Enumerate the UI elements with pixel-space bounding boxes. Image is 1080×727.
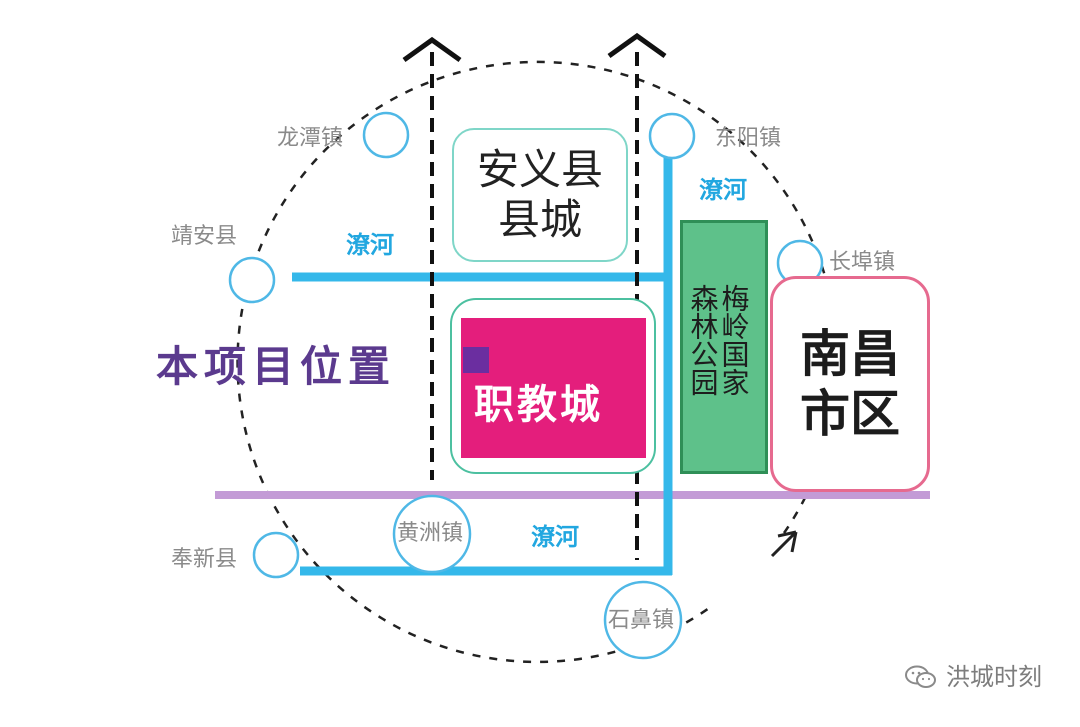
river-label-lower: 潦河 — [531, 523, 579, 551]
town-label-dongyang: 东阳镇 — [715, 126, 782, 151]
forest-park-label-col1: 梅岭国家 — [717, 284, 751, 396]
highway-right-arrow — [607, 32, 667, 59]
river-label-upper-right: 潦河 — [699, 176, 747, 204]
watermark: 洪城时刻 — [904, 665, 1042, 689]
project-location-marker — [463, 347, 489, 373]
town-label-changbu: 长埠镇 — [829, 250, 896, 275]
town-label-longtan: 龙潭镇 — [277, 126, 344, 151]
dashed-ring — [236, 60, 839, 664]
town-circle-huangzhou — [392, 494, 472, 574]
town-circle-jingan — [228, 256, 276, 304]
county-seat-label: 安义县县城 — [476, 144, 603, 244]
nanchang-city-label: 南昌市区 — [800, 325, 900, 443]
vocational-city-area — [461, 318, 646, 458]
town-circle-shibi — [603, 580, 683, 660]
town-label-jingan: 靖安县 — [171, 224, 238, 249]
town-circle-longtan — [362, 111, 410, 159]
town-label-huangzhou: 黄洲镇 — [397, 521, 464, 546]
town-circle-fengxin — [252, 531, 300, 579]
highway-left-arrow — [402, 36, 462, 63]
watermark-text: 洪城时刻 — [946, 663, 1042, 691]
ring-arrow — [770, 530, 798, 558]
river-label-middle-left: 潦河 — [346, 231, 394, 259]
nanchang-city-box: 南昌市区 — [770, 276, 930, 492]
town-label-fengxin: 奉新县 — [171, 547, 238, 572]
wechat-icon — [904, 665, 938, 689]
forest-park-area — [680, 220, 768, 474]
town-label-shibi: 石鼻镇 — [608, 608, 675, 633]
vocational-city-label: 职教城 — [474, 382, 603, 428]
forest-park-label-col2: 森林公园 — [686, 284, 720, 396]
project-location-label: 本项目位置 — [156, 342, 397, 391]
county-seat-box: 安义县县城 — [452, 128, 628, 262]
town-circle-dongyang — [648, 112, 696, 160]
